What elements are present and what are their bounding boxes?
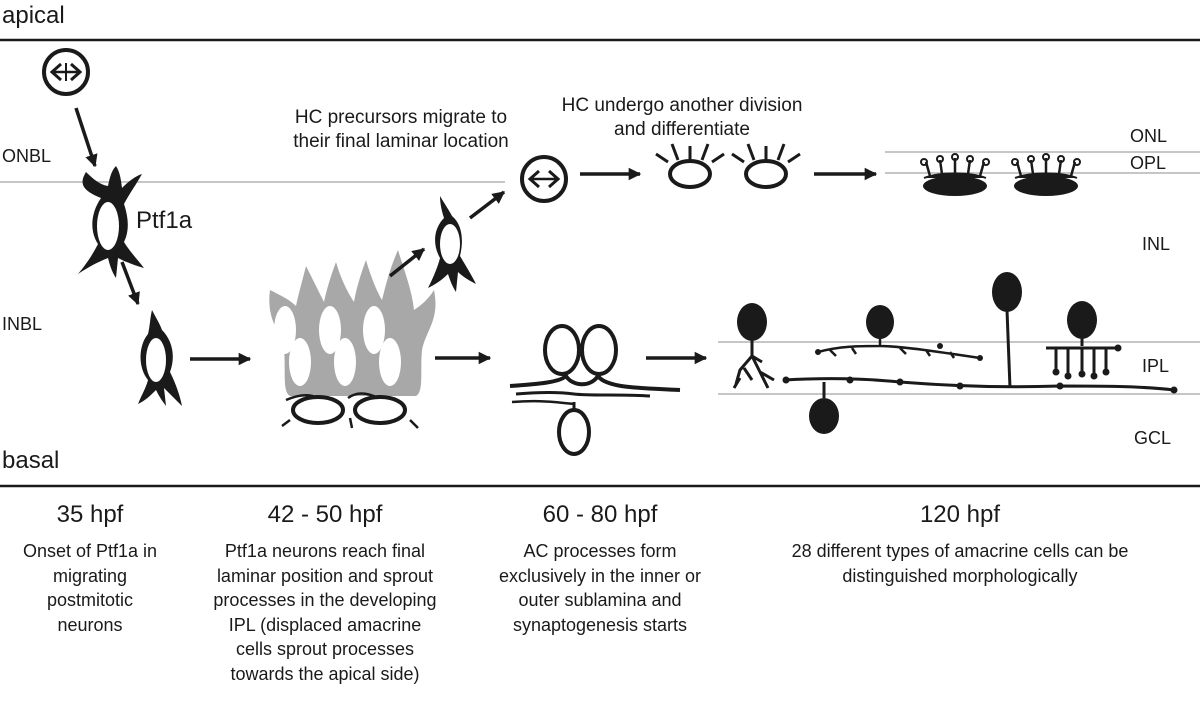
stage-1-time: 35 hpf [56,501,124,528]
arrow-ptf1a-to-migrating [120,261,140,306]
faded-neuron-cluster-icon [269,250,436,429]
arrow-hc-to-dividing [468,190,506,220]
ipl-label: IPL [1142,356,1170,376]
hc-migrate-annotation: HC precursors migrate to their final lam… [293,107,509,152]
stage-2-description: Ptf1a neurons reach final laminar positi… [213,541,437,684]
stage-1-description: Onset of Ptf1a in migrating postmitotic … [22,541,158,635]
arrow-cluster-to-hc [388,247,426,278]
stage-4-time: 120 hpf [919,501,1001,528]
inbl-label: INBL [2,314,43,334]
stage-4-description: 28 different types of amacrine cells can… [791,541,1129,586]
apical-label: apical [2,2,65,29]
opl-label: OPL [1130,153,1167,173]
mature-amacrine-cells-icon [732,272,1178,434]
arrow-divide-to-ptf1a [74,107,98,168]
dividing-cell-icon [42,48,90,96]
gcl-label: GCL [1134,428,1172,448]
ptf1a-neuron-icon [78,166,144,278]
inl-label: INL [1142,234,1171,254]
migrating-neuron-icon [138,310,182,406]
amacrine-cells-with-processes-icon [509,324,681,456]
stage-3-time: 60 - 80 hpf [542,501,658,528]
hc-differentiating-cells-icon [655,143,801,189]
stage-3-description: AC processes form exclusively in the inn… [498,541,702,635]
stage-2-time: 42 - 50 hpf [267,501,383,528]
onbl-label: ONBL [2,146,52,166]
hc-dividing-cell-icon [520,155,568,203]
ptf1a-label: Ptf1a [136,207,193,234]
mature-horizontal-cells-icon [920,153,1081,196]
hc-precursor-icon [428,196,476,292]
basal-label: basal [2,447,60,474]
hc-divide-annotation: HC undergo another division and differen… [561,95,803,140]
onl-label: ONL [1130,126,1168,146]
